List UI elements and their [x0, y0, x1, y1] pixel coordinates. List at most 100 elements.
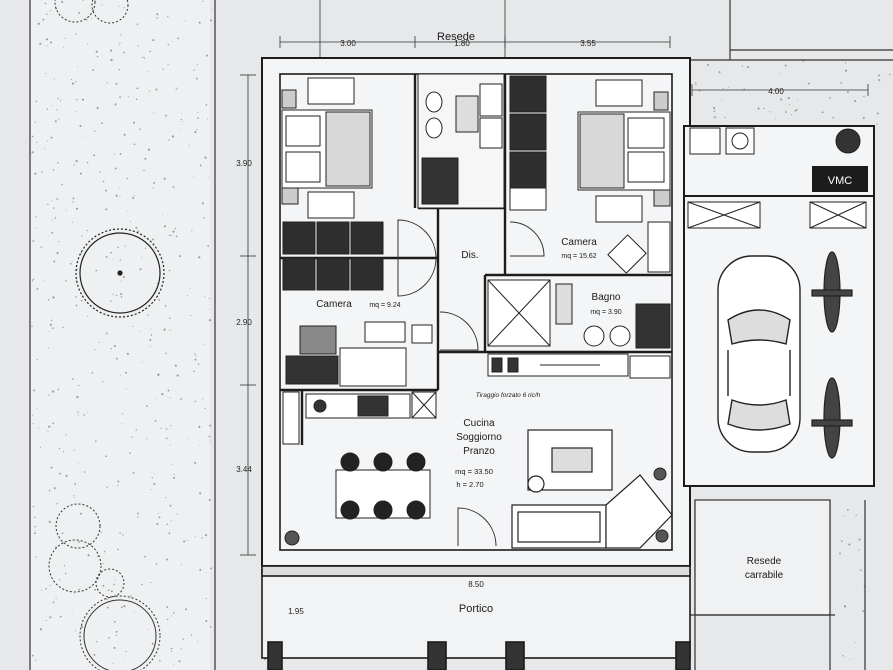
- gravel-dot: [170, 425, 172, 427]
- gravel-dot: [150, 489, 152, 490]
- gravel-dot: [152, 39, 155, 42]
- gravel-dot: [40, 589, 42, 591]
- gravel-dot: [103, 551, 106, 553]
- gravel-dot: [187, 295, 188, 297]
- gravel-dot: [125, 650, 127, 653]
- vmc-unit: VMC: [812, 166, 868, 192]
- gravel-dot: [48, 425, 51, 428]
- gravel-dot: [163, 225, 167, 228]
- gravel-dot: [158, 655, 160, 657]
- gravel-dot: [159, 660, 161, 662]
- gravel-dot: [849, 658, 851, 660]
- gravel-dot: [120, 293, 123, 295]
- gravel-dot: [155, 398, 157, 400]
- gravel-dot: [153, 181, 156, 184]
- gravel-dot: [102, 584, 105, 587]
- gravel-dot: [156, 522, 159, 526]
- gravel-dot: [177, 37, 180, 40]
- gravel-dot: [112, 293, 114, 295]
- ventilation-note: Tiraggio forzato 6 ric/h: [476, 392, 541, 399]
- gravel-dot: [91, 372, 94, 374]
- gravel-dot: [194, 131, 197, 134]
- gravel-dot: [168, 317, 171, 319]
- room-bagno-area: mq = 3.90: [590, 309, 621, 316]
- gravel-dot: [33, 389, 36, 392]
- gravel-dot: [118, 5, 120, 7]
- gravel-dot: [117, 246, 120, 249]
- gravel-dot: [35, 227, 36, 229]
- car-icon: [717, 255, 801, 453]
- gravel-dot: [791, 114, 793, 116]
- gravel-dot: [105, 332, 108, 335]
- gravel-dot: [193, 69, 195, 71]
- gravel-dot: [168, 269, 171, 272]
- gravel-dot: [36, 287, 39, 290]
- gravel-dot: [167, 15, 169, 18]
- desk-icon: [285, 321, 433, 387]
- gravel-dot: [112, 59, 114, 61]
- gravel-dot: [178, 660, 181, 663]
- gravel-dot: [858, 538, 861, 541]
- gravel-dot: [75, 160, 78, 163]
- gravel-dot: [134, 611, 136, 613]
- gravel-dot: [58, 118, 60, 120]
- gravel-dot: [119, 196, 121, 198]
- gravel-dot: [858, 549, 860, 551]
- gravel-dot: [713, 106, 716, 110]
- gravel-dot: [152, 238, 154, 241]
- gravel-dot: [126, 352, 129, 355]
- gravel-dot: [157, 512, 159, 514]
- gravel-dot: [695, 81, 697, 84]
- gravel-dot: [842, 654, 844, 657]
- gravel-dot: [53, 78, 55, 80]
- gravel-dot: [126, 210, 128, 212]
- gravel-dot: [71, 378, 74, 380]
- gravel-dot: [192, 176, 194, 178]
- gravel-dot: [204, 295, 206, 297]
- gravel-dot: [182, 638, 184, 640]
- gravel-dot: [211, 9, 213, 10]
- gravel-dot: [164, 304, 167, 307]
- gravel-dot: [889, 73, 891, 76]
- gravel-dot: [74, 497, 76, 499]
- gravel-dot: [139, 330, 141, 332]
- gravel-dot: [840, 540, 843, 543]
- gravel-dot: [172, 476, 176, 479]
- gravel-dot: [876, 123, 878, 125]
- gravel-dot: [62, 450, 65, 453]
- gravel-dot: [107, 589, 110, 592]
- gravel-dot: [113, 345, 116, 348]
- dimension-left-mid: 2.90: [236, 318, 252, 327]
- gravel-dot: [158, 299, 161, 301]
- kitchen-counter-icon: [282, 391, 437, 445]
- gravel-dot: [73, 449, 75, 451]
- gravel-dot: [78, 588, 81, 591]
- gravel-dot: [196, 129, 198, 131]
- gravel-dot: [95, 269, 98, 272]
- gravel-dot: [167, 389, 170, 392]
- gravel-dot: [839, 552, 841, 555]
- dimension-left-bottom: 3.44: [236, 465, 252, 474]
- gravel-dot: [135, 226, 138, 229]
- gravel-dot: [181, 112, 182, 114]
- gravel-dot: [50, 41, 52, 44]
- gravel-dot: [141, 583, 143, 586]
- resede-carrabile-line1: Resede: [747, 556, 782, 567]
- gravel-dot: [101, 122, 103, 125]
- gravel-dot: [148, 90, 151, 92]
- gravel-dot: [209, 626, 212, 628]
- gravel-dot: [112, 662, 114, 664]
- gravel-dot: [209, 424, 212, 427]
- ventilation-duct: [487, 353, 629, 377]
- gravel-dot: [56, 252, 59, 255]
- motorcycle-icon: [811, 251, 853, 459]
- gravel-dot: [65, 280, 67, 282]
- gravel-dot: [53, 487, 56, 490]
- gravel-dot: [122, 534, 124, 536]
- gravel-dot: [208, 498, 211, 502]
- gravel-dot: [86, 229, 88, 232]
- gravel-dot: [37, 22, 40, 25]
- gravel-dot: [34, 121, 36, 124]
- gravel-dot: [149, 339, 152, 342]
- gravel-dot: [75, 629, 77, 632]
